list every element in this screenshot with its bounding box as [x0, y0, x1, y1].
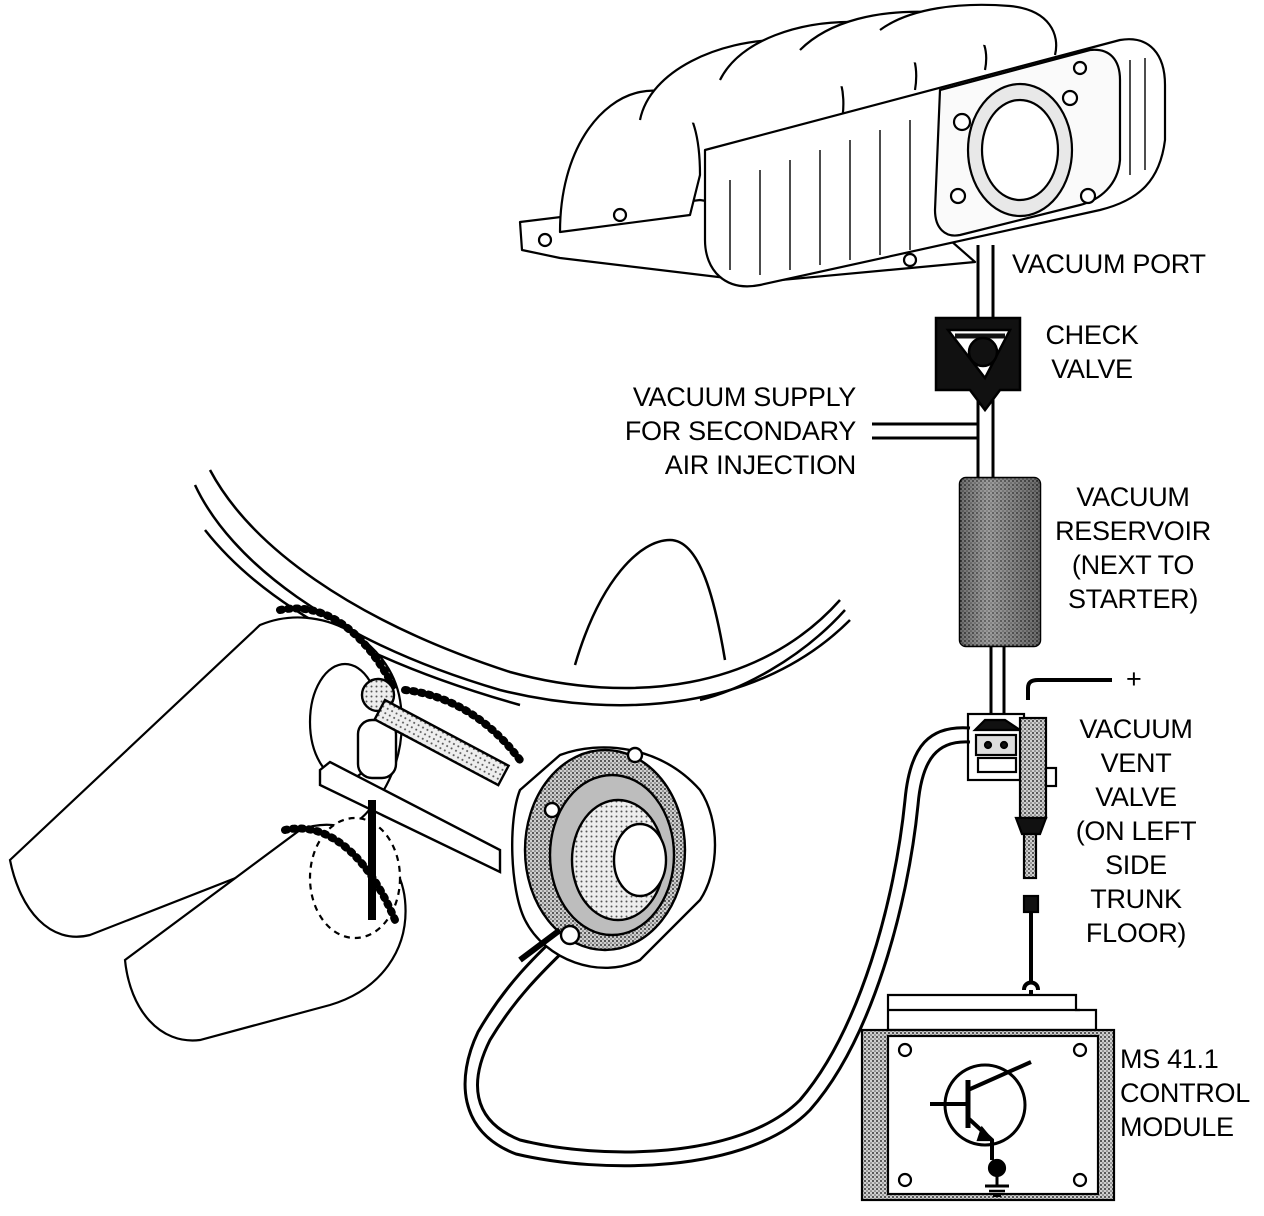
label-line: MODULE [1120, 1112, 1234, 1142]
label-line: RESERVOIR [1055, 516, 1211, 546]
rear-bumper-outline [193, 469, 851, 707]
positive-wire [1026, 678, 1112, 700]
label-line: STARTER) [1067, 584, 1199, 614]
label-line: + [1126, 664, 1142, 694]
label-line: VACUUM [1076, 482, 1190, 512]
label-vacuum-reservoir: VACUUM RESERVOIR (NEXT TO STARTER) [1052, 480, 1214, 616]
label-plus-terminal: + [1126, 662, 1142, 696]
vacuum-line-main [976, 245, 1006, 715]
exhaust-tips [8, 616, 407, 1042]
label-line: VACUUM SUPPLY [632, 382, 856, 412]
label-line: VACUUM [1079, 714, 1193, 744]
label-vacuum-port: VACUUM PORT [1012, 247, 1206, 281]
flap-linkage [318, 677, 511, 920]
label-line: (NEXT TO [1071, 550, 1195, 580]
intake-manifold [518, 3, 1167, 288]
label-line: VALVE [1095, 782, 1177, 812]
label-line: SIDE [1105, 850, 1167, 880]
control-module [860, 993, 1116, 1202]
label-line: MS 41.1 [1120, 1044, 1219, 1074]
label-control-module: MS 41.1 CONTROL MODULE [1120, 1042, 1250, 1144]
manifold-runner [558, 89, 702, 234]
check-valve [934, 316, 1022, 413]
vacuum-actuator [511, 746, 717, 969]
exhaust-clamp-chain [276, 604, 524, 924]
label-vacuum-supply: VACUUM SUPPLY FOR SECONDARY AIR INJECTIO… [620, 380, 856, 482]
label-line: FLOOR) [1085, 918, 1187, 948]
label-line: CONTROL [1120, 1078, 1250, 1108]
vacuum-vent-valve [966, 712, 1058, 914]
label-line: VALVE [1051, 354, 1133, 384]
label-line: TRUNK [1090, 884, 1182, 914]
label-line: (ON LEFT [1075, 816, 1197, 846]
vacuum-hose-to-actuator [463, 726, 971, 1168]
label-line: CHECK [1045, 320, 1139, 350]
secondary-air-supply-line [872, 422, 978, 440]
label-line: VACUUM PORT [1012, 249, 1206, 279]
vacuum-reservoir [958, 476, 1042, 648]
manifold-runner [879, 3, 1058, 56]
label-vacuum-vent-valve: VACUUM VENT VALVE (ON LEFT SIDE TRUNK FL… [1066, 712, 1206, 950]
label-check-valve: CHECK VALVE [1036, 318, 1148, 386]
label-line: AIR INJECTION [664, 450, 856, 480]
label-line: VENT [1100, 748, 1172, 778]
label-line: FOR SECONDARY [624, 416, 856, 446]
